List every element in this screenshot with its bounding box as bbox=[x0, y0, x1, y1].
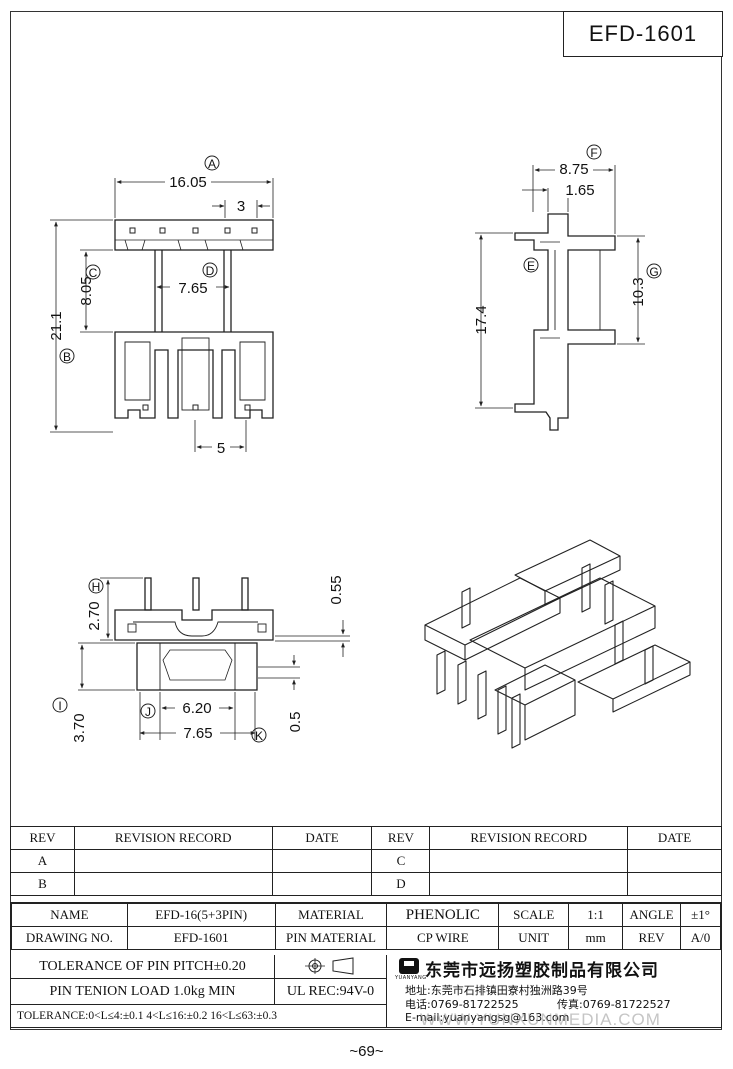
revision-record-header-2: REVISION RECORD bbox=[429, 826, 629, 850]
revision-record-cell bbox=[429, 849, 629, 873]
drawing-code: EFD-1601 bbox=[563, 11, 723, 57]
side-view bbox=[475, 165, 645, 431]
isometric-view bbox=[424, 539, 691, 749]
date-cell bbox=[271, 872, 373, 896]
material-label: MATERIAL bbox=[274, 903, 388, 927]
dim-side-height: 17.4 bbox=[473, 305, 490, 334]
watermark: WWW.YUNXUNMEDIA.COM bbox=[420, 1010, 661, 1029]
angle-value: ±1° bbox=[680, 903, 721, 927]
company-name: 东莞市远扬塑胶制品有限公司 bbox=[425, 961, 659, 981]
rev-value: A/0 bbox=[680, 926, 721, 950]
dim-step: 0.5 bbox=[287, 712, 304, 733]
tolerance-pitch: TOLERANCE OF PIN PITCH±0.20 bbox=[11, 955, 275, 979]
callout-h: H bbox=[92, 580, 101, 594]
tolerance-symbol bbox=[275, 955, 387, 979]
scale-value: 1:1 bbox=[568, 903, 624, 927]
bottom-view-labels: 2.70 0.55 3.70 6.20 7.65 0.5 H I J K bbox=[52, 575, 345, 743]
technical-drawings: 16.05 3 7.65 5 21.1 8.05 A B C D bbox=[48, 144, 691, 749]
spec-block: NAME EFD-16(5+3PIN) MATERIAL PHENOLIC SC… bbox=[10, 902, 722, 1028]
ul-rec: UL REC:94V-0 bbox=[275, 979, 387, 1005]
unit-label: UNIT bbox=[498, 926, 570, 950]
revision-table: REV REVISION RECORD DATE REV REVISION RE… bbox=[10, 826, 722, 896]
dim-overall-height: 21.1 bbox=[48, 311, 65, 340]
dim-outer-width: 7.65 bbox=[183, 725, 212, 742]
dim-base-height: 3.70 bbox=[71, 713, 88, 742]
page-number: ~69~ bbox=[349, 1043, 384, 1060]
drawing-no-label: DRAWING NO. bbox=[11, 926, 128, 950]
company-logo-icon bbox=[399, 958, 419, 974]
callout-d: D bbox=[206, 264, 215, 278]
rev-header-1: REV bbox=[10, 826, 75, 850]
dim-slot-width: 0.55 bbox=[328, 575, 345, 604]
table-row: A C bbox=[10, 849, 722, 873]
table-row: B D bbox=[10, 872, 722, 896]
dim-pillar-span: 7.65 bbox=[178, 280, 207, 297]
projection-symbol-icon bbox=[305, 957, 354, 975]
company-block: YUANYANG 东莞市远扬塑胶制品有限公司 地址:东莞市石排镇田寮村独洲路39… bbox=[387, 955, 721, 1027]
callout-g: G bbox=[649, 265, 658, 279]
callout-k: K bbox=[255, 729, 263, 743]
callout-b: B bbox=[63, 350, 71, 364]
date-header-2: DATE bbox=[627, 826, 722, 850]
pin-material-value: CP WIRE bbox=[386, 926, 500, 950]
callout-c: C bbox=[89, 266, 98, 280]
dim-rail-gap: 8.05 bbox=[78, 276, 95, 305]
company-fax: 传真:0769-81722527 bbox=[557, 998, 671, 1011]
rev-label: REV bbox=[622, 926, 682, 950]
rev-cell: C bbox=[371, 849, 431, 873]
front-view-labels: 16.05 3 7.65 5 21.1 8.05 A B C D bbox=[48, 155, 245, 457]
drawing-frame bbox=[10, 11, 722, 1030]
name-value: EFD-16(5+3PIN) bbox=[126, 903, 276, 927]
side-view-labels: 8.75 1.65 17.4 10.3 E F G bbox=[473, 144, 662, 335]
date-cell bbox=[627, 872, 722, 896]
dim-bottom-pitch: 5 bbox=[217, 440, 225, 457]
unit-value: mm bbox=[568, 926, 624, 950]
dim-winding-height: 10.3 bbox=[630, 277, 647, 306]
rev-header-2: REV bbox=[371, 826, 431, 850]
scale-label: SCALE bbox=[498, 903, 570, 927]
revision-record-cell bbox=[73, 849, 273, 873]
date-cell bbox=[627, 849, 722, 873]
callout-i: I bbox=[58, 699, 61, 713]
callout-j: J bbox=[145, 705, 151, 719]
dim-overall-width: 16.05 bbox=[169, 174, 207, 191]
pin-material-label: PIN MATERIAL bbox=[274, 926, 388, 950]
name-label: NAME bbox=[11, 903, 128, 927]
company-email: E-mail:yuanyangsg@163.com bbox=[405, 1011, 570, 1024]
dim-side-width: 8.75 bbox=[559, 161, 588, 178]
rev-cell: A bbox=[10, 849, 75, 873]
company-address: 地址:东莞市石排镇田寮村独洲路39号 bbox=[405, 984, 588, 997]
rev-cell: D bbox=[371, 872, 431, 896]
callout-a: A bbox=[208, 157, 216, 171]
rev-cell: B bbox=[10, 872, 75, 896]
callout-f: F bbox=[590, 146, 597, 160]
callout-e: E bbox=[527, 259, 535, 273]
revision-record-cell bbox=[73, 872, 273, 896]
revision-record-header-1: REVISION RECORD bbox=[73, 826, 273, 850]
dim-pin-height: 2.70 bbox=[86, 601, 103, 630]
angle-label: ANGLE bbox=[622, 903, 682, 927]
front-view bbox=[50, 178, 274, 452]
drawing-no-value: EFD-1601 bbox=[126, 926, 276, 950]
dim-side-flange: 1.65 bbox=[565, 182, 594, 199]
date-cell bbox=[271, 849, 373, 873]
company-phone: 电话:0769-81722525 bbox=[405, 998, 519, 1011]
revision-record-cell bbox=[429, 872, 629, 896]
material-value: PHENOLIC bbox=[386, 903, 500, 927]
dim-inner-width: 6.20 bbox=[182, 700, 211, 717]
tolerance-ranges: TOLERANCE:0<L≤4:±0.1 4<L≤16:±0.2 16<L≤63… bbox=[11, 1005, 387, 1027]
logo-caption: YUANYANG bbox=[395, 975, 427, 981]
dim-pin-pitch-top: 3 bbox=[237, 198, 245, 215]
date-header-1: DATE bbox=[271, 826, 373, 850]
pin-tension: PIN TENION LOAD 1.0kg MIN bbox=[11, 979, 275, 1005]
